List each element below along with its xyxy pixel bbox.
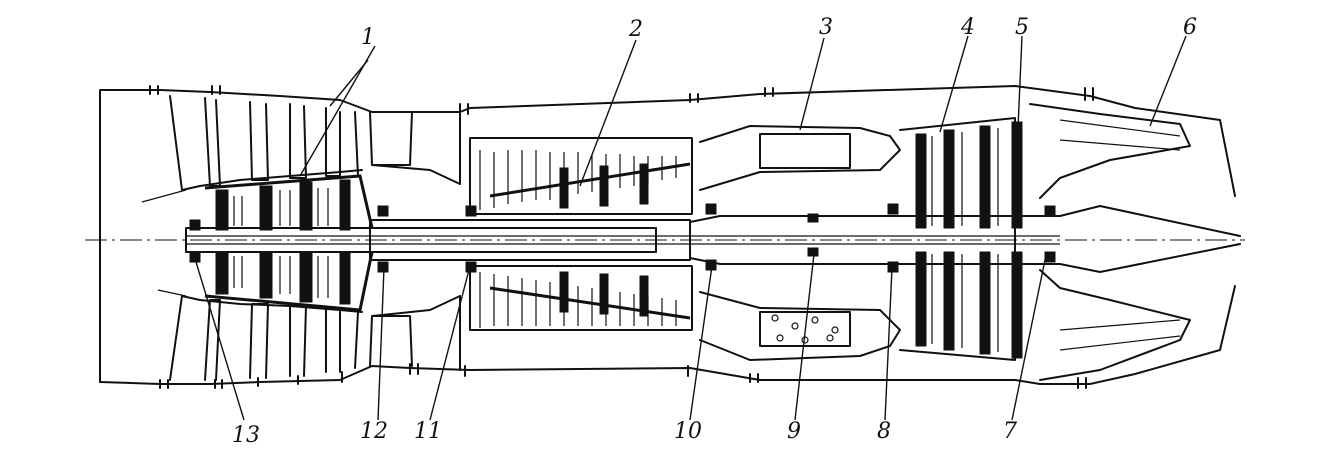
hp-compressor	[469, 137, 693, 331]
callout-13: 13	[232, 423, 260, 448]
fan-blades	[141, 95, 363, 381]
callout-6: 6	[1183, 15, 1197, 40]
turbine	[899, 117, 1023, 361]
intermediate-casing	[369, 111, 461, 371]
bearings	[189, 203, 1056, 273]
callout-5: 5	[1015, 15, 1029, 40]
exhaust-mixer	[1029, 103, 1241, 381]
callout-7: 7	[1003, 419, 1017, 444]
callout-3: 3	[819, 15, 833, 40]
callout-leaders	[195, 35, 1187, 421]
callout-labels: 1 2 3 4 5 6 7 8 9 10 11 12 13	[232, 15, 1197, 448]
callout-8: 8	[877, 419, 891, 444]
callout-12: 12	[360, 419, 388, 444]
callout-11: 11	[414, 419, 442, 444]
callout-1: 1	[361, 25, 375, 50]
callout-9: 9	[787, 419, 801, 444]
lp-compressor-drum	[204, 174, 374, 312]
combustor-holes	[771, 314, 839, 344]
combustion-chamber	[699, 125, 901, 361]
callout-4: 4	[960, 15, 975, 40]
outer-casing	[99, 85, 1236, 389]
callout-2: 2	[628, 17, 643, 42]
callout-10: 10	[674, 419, 702, 444]
